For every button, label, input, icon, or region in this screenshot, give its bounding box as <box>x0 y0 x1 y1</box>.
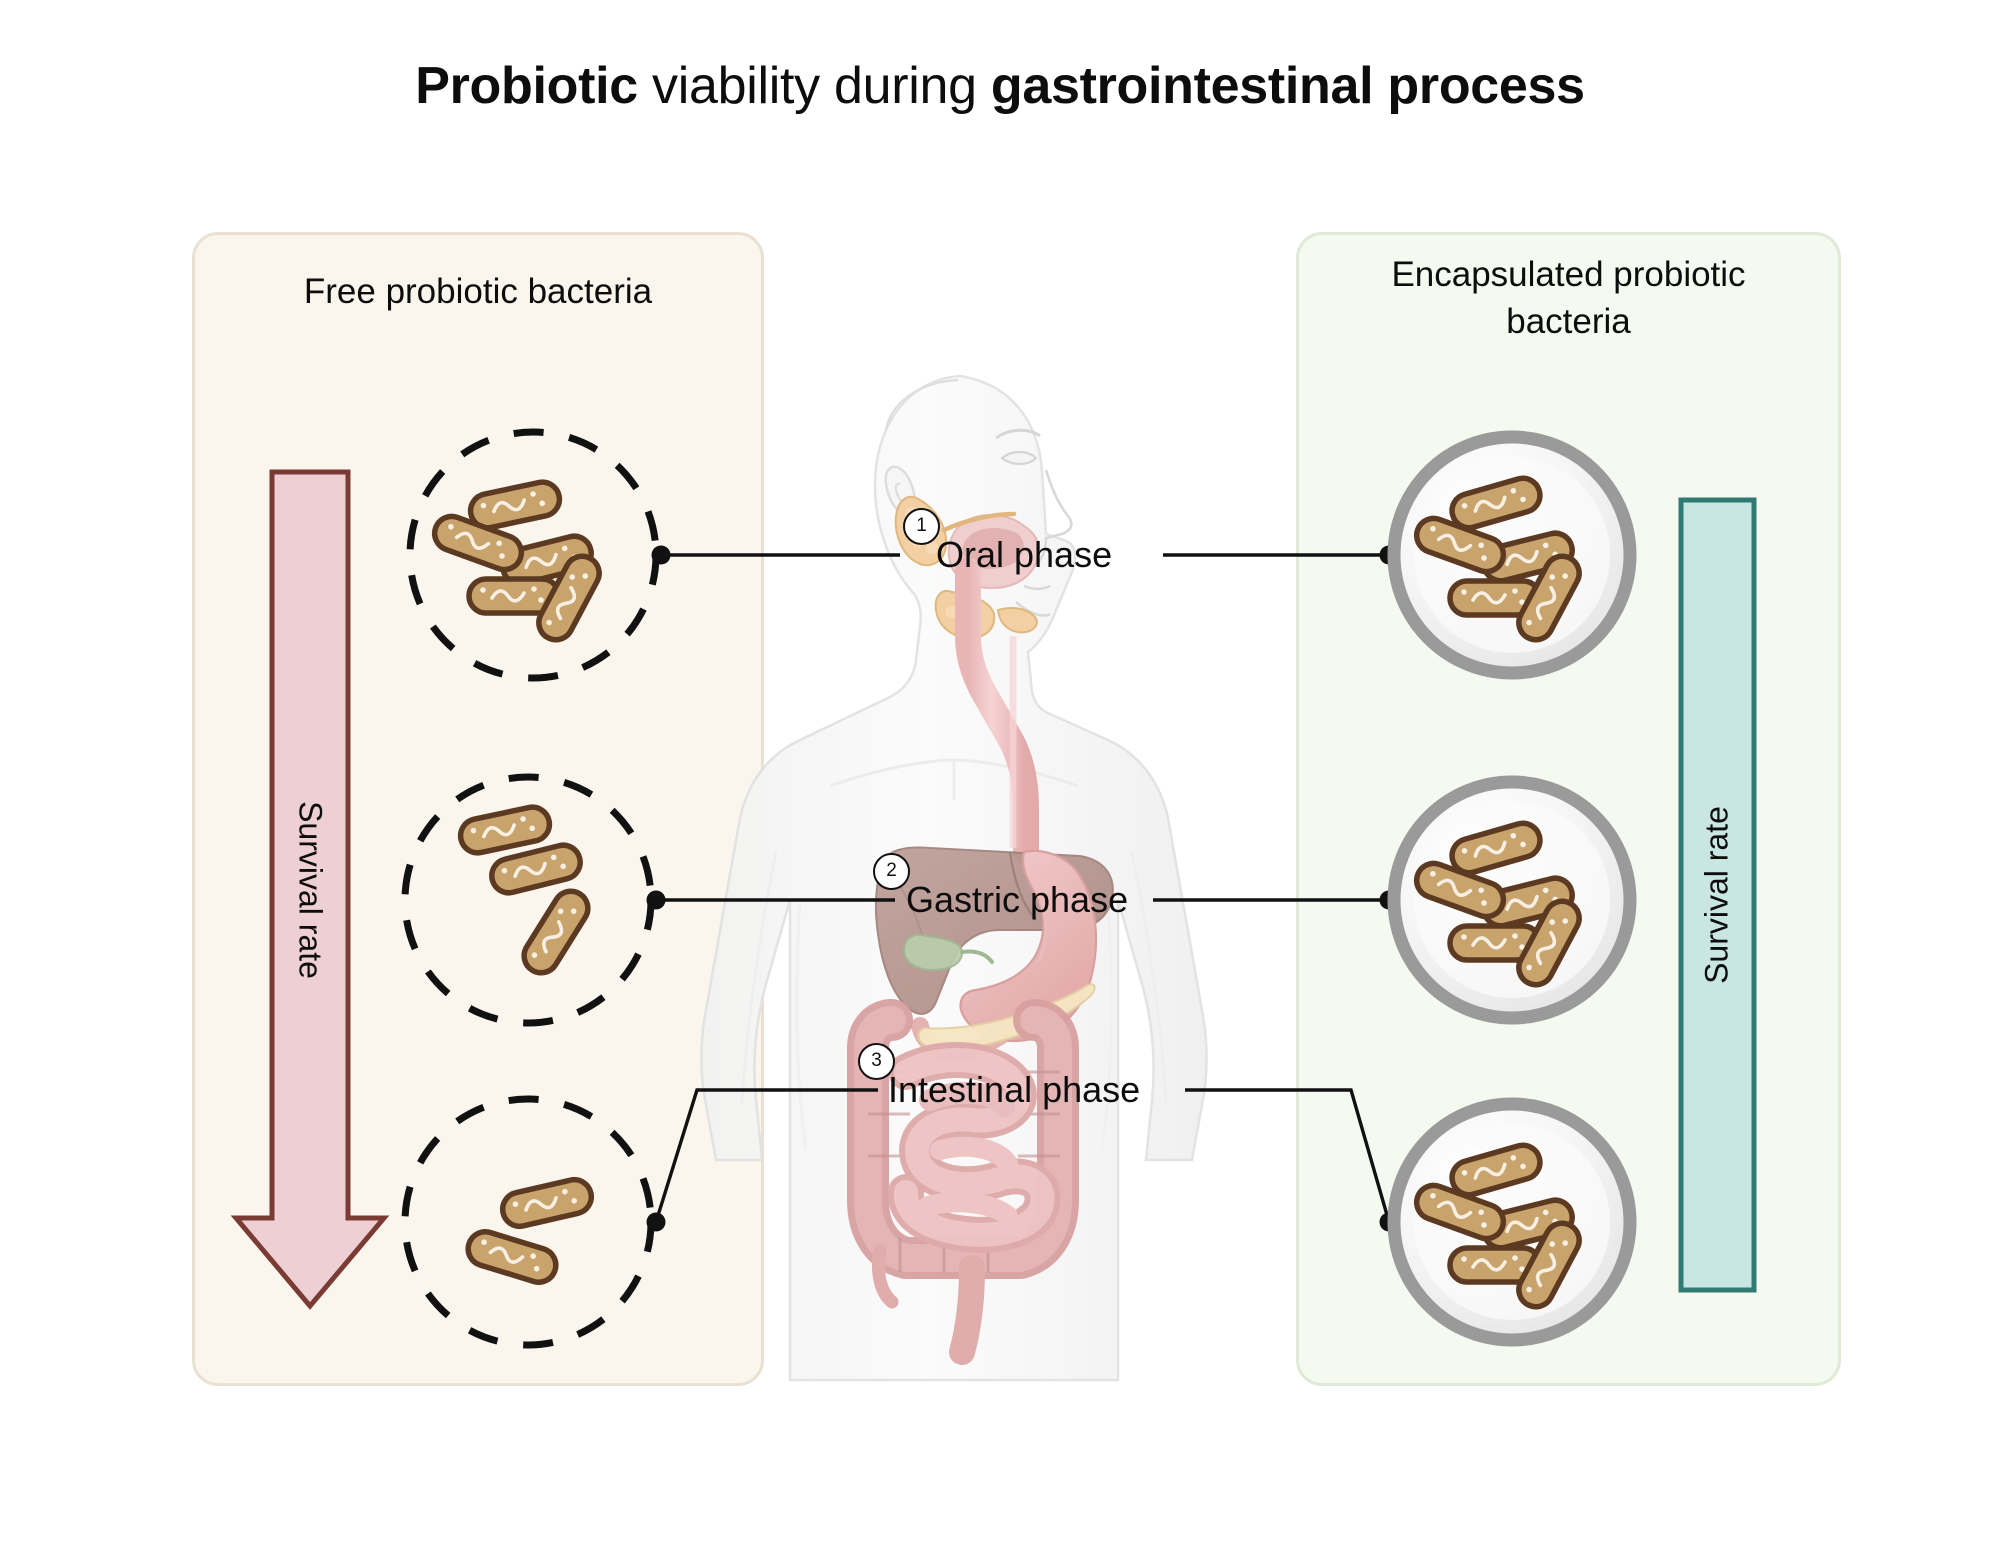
liver <box>875 846 1114 1015</box>
survival-rate-label-left: Survival rate <box>292 801 329 979</box>
phase-label-gastric: Gastric phase <box>906 879 1129 920</box>
panel-free-probiotic: Free probiotic bacteria <box>192 232 764 1386</box>
panel-free-probiotic-title: Free probiotic bacteria <box>303 272 653 311</box>
title-part-2: viability during <box>637 57 991 115</box>
survival-rate-label-right: Survival rate <box>1698 806 1735 984</box>
page-title: Probiotic viability during gastrointesti… <box>0 55 2000 117</box>
phase-label-intestinal: Intestinal phase <box>888 1069 1141 1110</box>
title-part-3: gastrointestinal process <box>990 57 1585 115</box>
phase-number-2: 2 <box>873 853 910 890</box>
human-body-anatomy <box>700 374 1208 1382</box>
title-part-1: Probiotic <box>415 57 638 115</box>
panel-encapsulated-probiotic-title: Encapsulated probiotic bacteria <box>1391 255 1746 341</box>
phase-label-oral: Oral phase <box>936 534 1113 575</box>
phase-number-3: 3 <box>858 1043 895 1080</box>
pancreas <box>917 983 1096 1051</box>
phase-number-1: 1 <box>903 508 940 545</box>
gallbladder <box>902 933 994 972</box>
panel-encapsulated-probiotic: Encapsulated probiotic bacteria <box>1296 232 1841 1386</box>
